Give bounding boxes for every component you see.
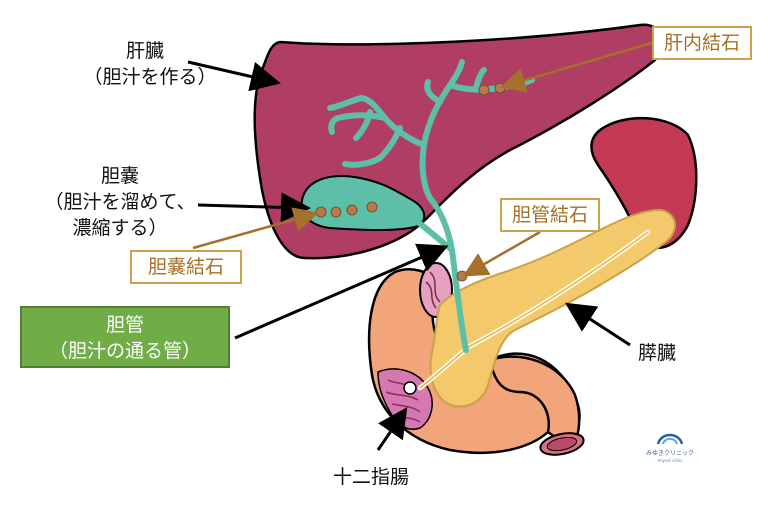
liver-desc: （胆汁を作る） (83, 66, 217, 88)
clinic-logo-name: みゆきクリニック (645, 450, 694, 457)
clinic-logo-mark (656, 433, 684, 445)
gallbladder-label: 胆嚢 （胆汁を溜めて、 濃縮する） (35, 163, 205, 241)
clinic-logo: みゆきクリニック miyuki clinic (640, 428, 700, 464)
pancreatic-duct-outline (419, 231, 649, 389)
gallbladder-name: 胆嚢 (100, 165, 139, 187)
leader-arrows (187, 60, 631, 451)
pancreas-label: 膵臓 (638, 342, 677, 364)
duodenum-label: 十二指腸 (333, 466, 410, 488)
papilla (403, 381, 417, 395)
bile-duct-name: 胆管 (105, 314, 144, 336)
bile-duct-desc: （胆汁の通る管） (48, 340, 201, 362)
bile-duct-box: 胆管 （胆汁の通る管） (20, 306, 230, 368)
gallbladder-desc2: 濃縮する） (72, 217, 168, 239)
liver-label: 肝臓 （胆汁を作る） (83, 38, 216, 90)
liver-stone-box: 肝内結石 (652, 26, 752, 60)
clinic-logo-sub: miyuki clinic (657, 458, 683, 463)
duodenum-cut-folds (425, 271, 441, 309)
stone-leader-arrows (192, 40, 656, 277)
duodenum-mucosa-folds (385, 379, 421, 423)
liver-name: 肝臓 (125, 40, 164, 62)
duodenum-end-inner (546, 436, 578, 452)
gallbladder-stone-box: 胆嚢結石 (130, 250, 242, 284)
bile-duct-stone-box: 胆管結石 (500, 198, 600, 232)
gallbladder-shape (300, 175, 426, 231)
gallbladder-desc1: （胆汁を溜めて、 (44, 191, 196, 213)
